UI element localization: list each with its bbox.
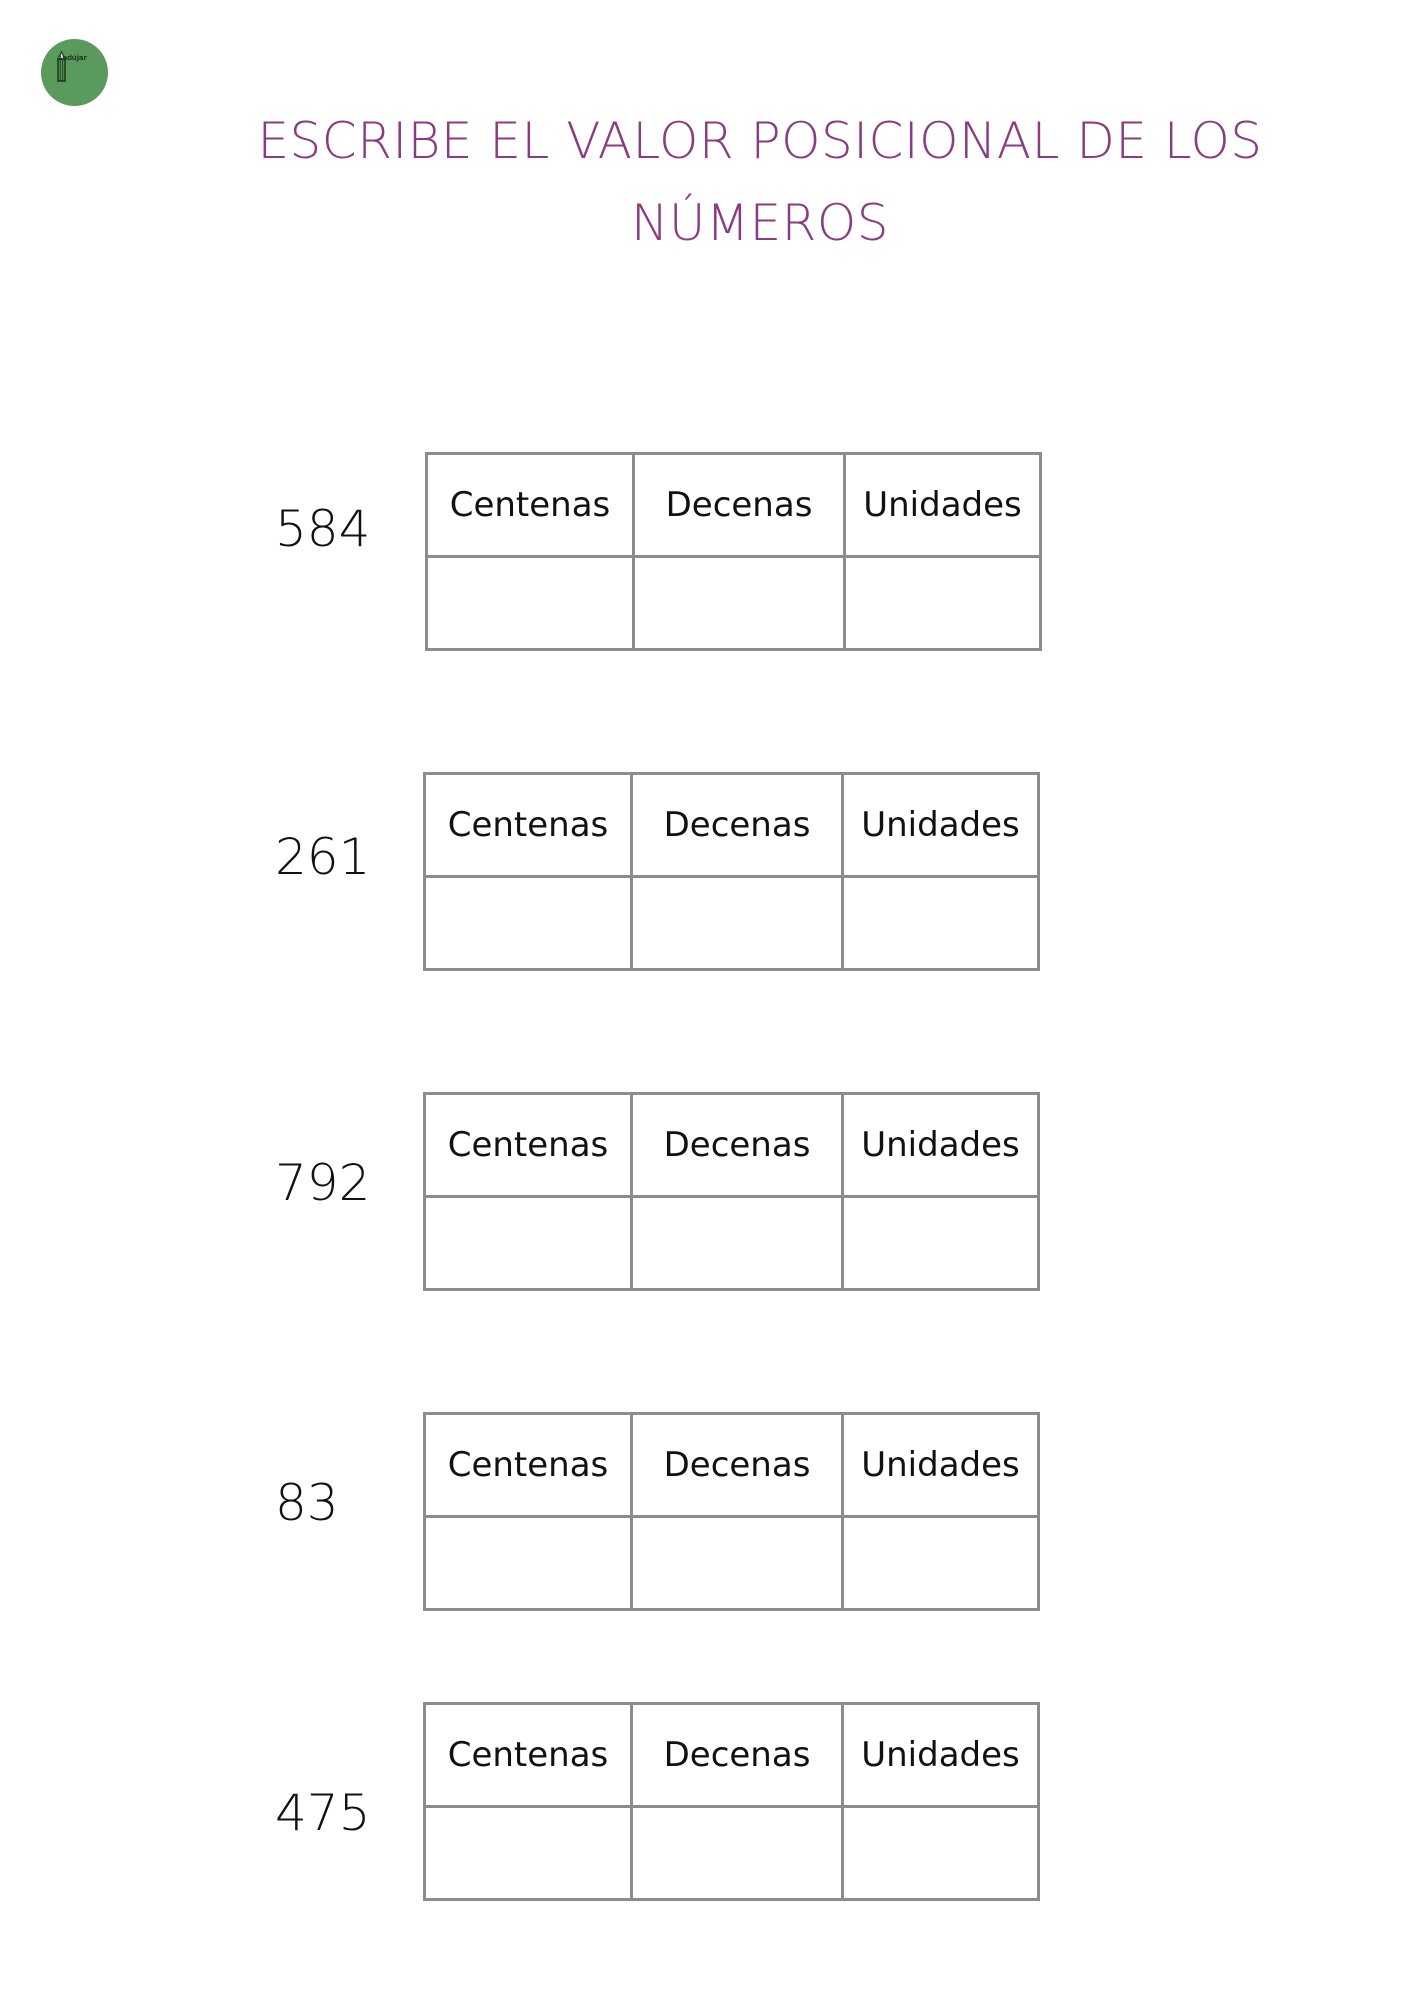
answer-unidades[interactable] [843, 555, 1042, 651]
exercise-4: 83 Centenas Decenas Unidades [0, 1412, 1414, 1622]
logo-text: Andújar [57, 54, 87, 62]
header-decenas: Decenas [630, 772, 844, 878]
place-value-table: Centenas Decenas Unidades [423, 772, 1040, 971]
answer-unidades[interactable] [841, 1515, 1040, 1611]
header-centenas: Centenas [423, 1092, 633, 1198]
header-unidades: Unidades [841, 1092, 1040, 1198]
exercise-1: 584 Centenas Decenas Unidades [0, 452, 1414, 662]
header-decenas: Decenas [630, 1702, 844, 1808]
header-decenas: Decenas [630, 1412, 844, 1518]
header-centenas: Centenas [425, 452, 635, 558]
header-unidades: Unidades [841, 1412, 1040, 1518]
exercise-number: 83 [275, 1474, 339, 1532]
answer-decenas[interactable] [630, 875, 844, 971]
school-logo: Andújar [41, 39, 108, 106]
answer-decenas[interactable] [632, 555, 846, 651]
answer-centenas[interactable] [423, 1515, 633, 1611]
answer-centenas[interactable] [423, 1805, 633, 1901]
answer-decenas[interactable] [630, 1515, 844, 1611]
pencil-icon [57, 50, 66, 82]
answer-decenas[interactable] [630, 1195, 844, 1291]
answer-decenas[interactable] [630, 1805, 844, 1901]
title-line-2: NÚMEROS [630, 194, 890, 252]
exercise-number: 792 [275, 1154, 371, 1212]
header-centenas: Centenas [423, 1412, 633, 1518]
header-decenas: Decenas [632, 452, 846, 558]
place-value-table: Centenas Decenas Unidades [423, 1092, 1040, 1291]
header-centenas: Centenas [423, 772, 633, 878]
answer-centenas[interactable] [423, 1195, 633, 1291]
page-title: ESCRIBE EL VALOR POSICIONAL DE LOS NÚMER… [240, 100, 1280, 264]
exercise-5: 475 Centenas Decenas Unidades [0, 1702, 1414, 1912]
header-unidades: Unidades [841, 772, 1040, 878]
place-value-table: Centenas Decenas Unidades [423, 1412, 1040, 1611]
header-unidades: Unidades [843, 452, 1042, 558]
place-value-table: Centenas Decenas Unidades [425, 452, 1042, 651]
exercise-2: 261 Centenas Decenas Unidades [0, 772, 1414, 982]
header-centenas: Centenas [423, 1702, 633, 1808]
place-value-table: Centenas Decenas Unidades [423, 1702, 1040, 1901]
header-unidades: Unidades [841, 1702, 1040, 1808]
exercise-number: 261 [275, 828, 371, 886]
exercise-3: 792 Centenas Decenas Unidades [0, 1092, 1414, 1302]
answer-unidades[interactable] [841, 1805, 1040, 1901]
title-line-1: ESCRIBE EL VALOR POSICIONAL DE LOS [257, 112, 1263, 170]
header-decenas: Decenas [630, 1092, 844, 1198]
exercise-number: 475 [275, 1784, 371, 1842]
answer-unidades[interactable] [841, 875, 1040, 971]
answer-centenas[interactable] [425, 555, 635, 651]
answer-centenas[interactable] [423, 875, 633, 971]
exercise-number: 584 [275, 500, 371, 558]
answer-unidades[interactable] [841, 1195, 1040, 1291]
